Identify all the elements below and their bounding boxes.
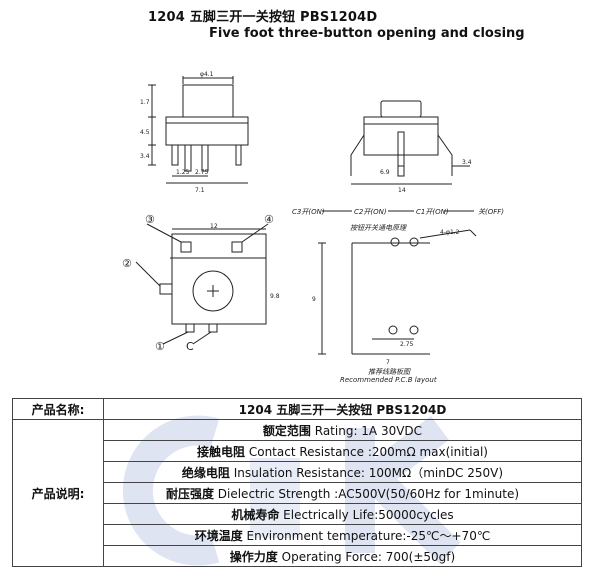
dim-side-right: 3.4 xyxy=(462,159,472,166)
spec-row: 机械寿命 Electrically Life:50000cycles xyxy=(103,503,582,525)
pcb-dim-small: 2.75 xyxy=(400,341,414,348)
switch-step-3: C1开(ON) xyxy=(416,208,449,216)
spec-cn: 操作力度 xyxy=(229,549,278,564)
table-row: 耐压强度 Dielectric Strength :AC500V(50/60Hz… xyxy=(13,482,582,504)
spec-en: Operating Force: 700(±50gf) xyxy=(277,549,456,564)
table-row: 接触电阻 Contact Resistance :200mΩ max(initi… xyxy=(13,440,582,462)
pin-label-2: ② xyxy=(122,257,132,270)
pcb-layout xyxy=(318,229,477,355)
dim-top: 12 xyxy=(210,223,218,230)
spec-en: Environment temperature:-25℃～+70℃ xyxy=(242,528,491,543)
diagram-caption: 按钮开关通电原理 xyxy=(350,224,407,232)
product-name-label: 产品名称: xyxy=(12,398,104,420)
side-view xyxy=(350,100,470,185)
spec-row: 额定范围 Rating: 1A 30VDC xyxy=(103,419,582,441)
dim-bottom-2: 2.75 xyxy=(195,169,209,176)
pcb-dim-bottom: 7 xyxy=(386,359,390,366)
spec-cn: 接触电阻 xyxy=(197,444,246,459)
spec-en: Dielectric Strength :AC500V(50/60Hz for … xyxy=(213,486,520,501)
desc-label: 产品说明: xyxy=(12,419,104,567)
pin-label-4: ④ xyxy=(264,213,274,226)
spec-cn: 额定范围 xyxy=(262,423,311,438)
spec-row: 绝缘电阻 Insulation Resistance: 100MΩ（minDC … xyxy=(103,461,582,483)
spec-en: Insulation Resistance: 100MΩ（minDC 250V) xyxy=(229,465,504,480)
switch-step-1: C3开(ON) xyxy=(292,208,325,216)
spec-row: 操作力度 Operating Force: 700(±50gf) xyxy=(103,545,582,567)
dim-right: 9.8 xyxy=(270,293,280,300)
pcb-caption-en: Recommended P.C.B layout xyxy=(340,376,437,384)
page-title: 1204 五脚三开一关按钮 PBS1204D xyxy=(148,10,378,25)
product-name-value: 1204 五脚三开一关按钮 PBS1204D xyxy=(103,398,582,420)
dim-side-total: 14 xyxy=(398,187,406,194)
pcb-dim-side: 9 xyxy=(312,296,316,303)
dim-top-width: φ4.1 xyxy=(200,71,214,78)
front-view xyxy=(148,76,249,184)
spec-en: Contact Resistance :200mΩ max(initial) xyxy=(245,444,488,459)
spec-cn: 绝缘电阻 xyxy=(181,465,230,480)
table-row: 操作力度 Operating Force: 700(±50gf) xyxy=(13,545,582,567)
table-row: 产品说明: 额定范围 Rating: 1A 30VDC xyxy=(12,419,582,567)
table-row: 产品名称: 1204 五脚三开一关按钮 PBS1204D xyxy=(12,398,582,420)
dim-left-3: 3.4 xyxy=(140,153,150,160)
switch-step-2: C2开(ON) xyxy=(354,208,387,216)
technical-drawing: φ4.1 1.7 4.5 3.4 1.25 2.75 7.1 6.9 3.4 1… xyxy=(122,71,504,384)
bottom-view xyxy=(135,223,269,345)
dim-bottom-1: 1.25 xyxy=(176,169,190,176)
spec-cn: 耐压强度 xyxy=(165,486,214,501)
dim-left-2: 4.5 xyxy=(140,129,150,136)
spec-cn: 机械寿命 xyxy=(231,507,280,522)
spec-en: Rating: 1A 30VDC xyxy=(310,423,423,438)
spec-row: 耐压强度 Dielectric Strength :AC500V(50/60Hz… xyxy=(103,482,582,504)
spec-row: 环境温度 Environment temperature:-25℃～+70℃ xyxy=(103,524,582,546)
spec-cn: 环境温度 xyxy=(194,528,243,543)
dim-bottom-3: 7.1 xyxy=(195,187,205,194)
dim-side-bottom: 6.9 xyxy=(380,169,390,176)
dim-left-1: 1.7 xyxy=(140,99,150,106)
pin-label-c: C xyxy=(186,340,194,353)
switch-step-4: 关(OFF) xyxy=(478,208,504,216)
spec-row: 接触电阻 Contact Resistance :200mΩ max(initi… xyxy=(103,440,582,462)
pin-label-3: ③ xyxy=(145,213,155,226)
pcb-dim-hole: 4-φ1.2 xyxy=(440,229,460,236)
spec-table: 产品名称: 1204 五脚三开一关按钮 PBS1204D 产品说明: 额定范围 … xyxy=(12,398,582,567)
page-subtitle: Five foot three-button opening and closi… xyxy=(209,26,525,41)
pcb-caption-cn: 推荐线路板图 xyxy=(368,368,411,376)
pin-label-1: ① xyxy=(155,340,165,353)
spec-en: Electrically Life:50000cycles xyxy=(279,507,454,522)
